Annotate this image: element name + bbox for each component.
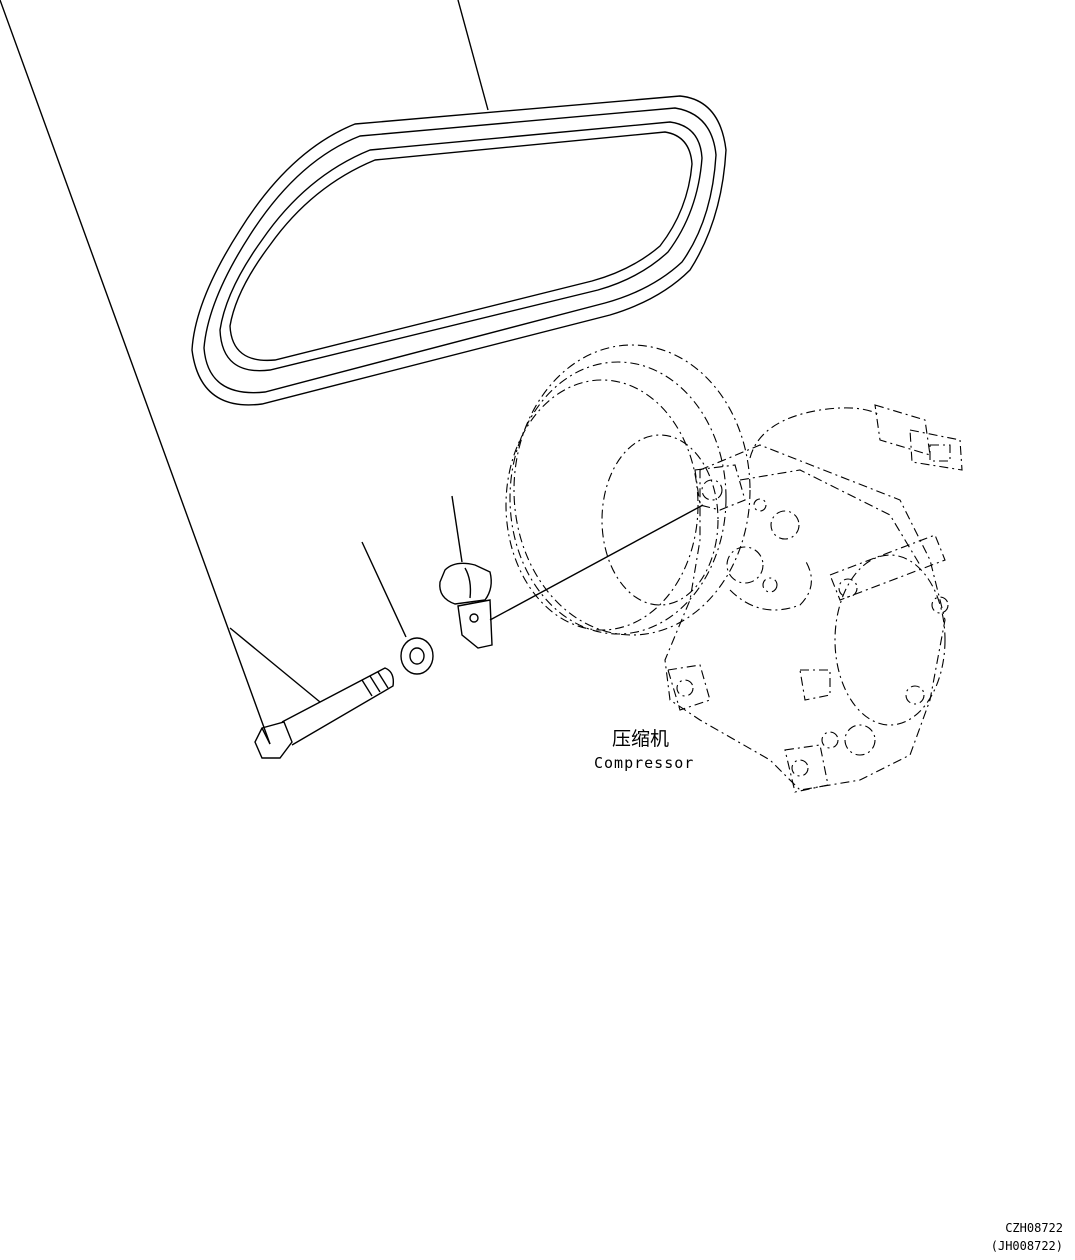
washer: [361, 541, 434, 675]
compressor-label-en: Compressor: [594, 754, 695, 772]
figure-code-alt: (JH008722): [990, 1239, 1063, 1253]
clip-leader-line: [451, 495, 463, 563]
drive-belt: [191, 0, 727, 406]
compressor: [505, 344, 963, 793]
belt-leader-line: [457, 0, 489, 111]
clip-bracket: [439, 495, 704, 649]
bolt-leader-line: [229, 627, 321, 703]
clip-to-compressor-line: [489, 504, 704, 621]
figure-code: CZH08722: [1005, 1221, 1063, 1235]
washer-leader-line: [361, 541, 407, 638]
compressor-label-cn: 压缩机: [612, 728, 670, 750]
bolt: [0, 0, 395, 759]
